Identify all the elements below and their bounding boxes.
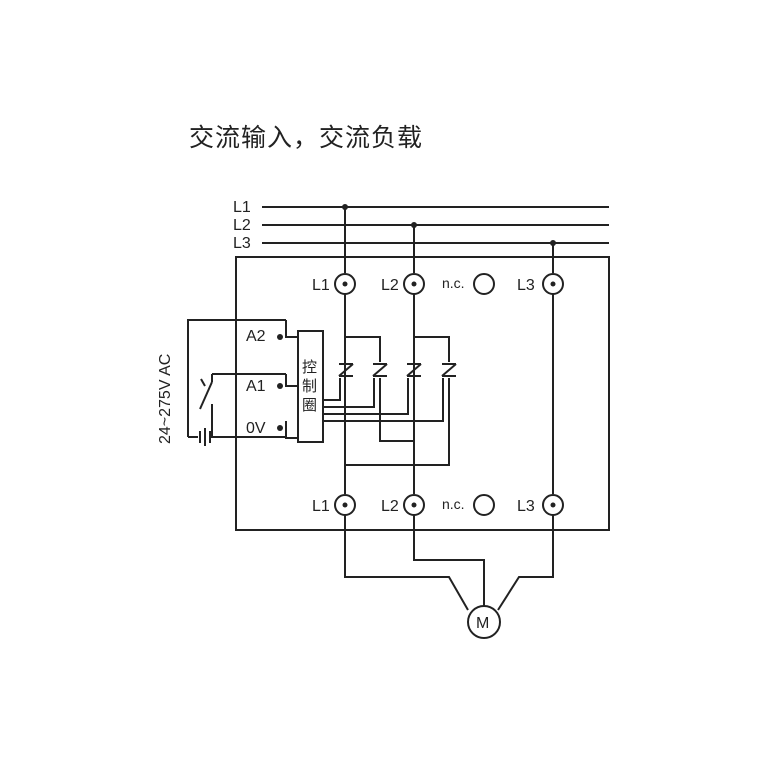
wire-a2-coil bbox=[285, 320, 298, 338]
gate-line-1 bbox=[323, 378, 341, 401]
control-terminal-label-a1: A1 bbox=[246, 378, 266, 395]
bottom-terminal-l2-dot bbox=[411, 502, 417, 508]
switch-network bbox=[323, 336, 457, 466]
external-control-circuit: 24~275V AC bbox=[157, 319, 286, 446]
wire-motor-l1 bbox=[344, 515, 469, 611]
terminal-dot-0v bbox=[277, 425, 283, 431]
wire-a1-coil bbox=[285, 374, 298, 387]
line-label-l3: L3 bbox=[233, 235, 251, 252]
top-terminal-nc bbox=[473, 273, 495, 295]
control-terminal-label-0v: 0V bbox=[246, 420, 266, 437]
control-terminals: A2 A1 0V bbox=[246, 320, 298, 439]
diagram-title: 交流输入，交流负载 bbox=[189, 123, 424, 152]
top-terminal-l1-dot bbox=[342, 281, 348, 287]
top-terminal-label-l2: L2 bbox=[381, 277, 399, 294]
branch-l1-lower bbox=[379, 378, 414, 442]
top-terminal-l2-dot bbox=[411, 281, 417, 287]
top-terminal-l3 bbox=[542, 273, 564, 295]
bottom-terminal-label-l1: L1 bbox=[312, 498, 330, 515]
switch-blade bbox=[199, 381, 213, 410]
bottom-terminal-row: L1 L2 n.c. L3 bbox=[312, 494, 564, 516]
motor-symbol bbox=[467, 605, 501, 639]
line-label-l1: L1 bbox=[233, 199, 251, 216]
bottom-terminal-label-l3: L3 bbox=[517, 498, 535, 515]
wire-motor-l2 bbox=[413, 515, 485, 607]
switch-actuator bbox=[200, 378, 206, 387]
top-terminal-l1 bbox=[334, 273, 356, 295]
device-enclosure bbox=[235, 256, 610, 531]
top-terminal-label-l3: L3 bbox=[517, 277, 535, 294]
wire-0v-coil bbox=[285, 421, 298, 439]
top-terminal-label-l1: L1 bbox=[312, 277, 330, 294]
line-label-l2: L2 bbox=[233, 217, 251, 234]
thyristor-1 bbox=[338, 363, 354, 377]
bottom-terminal-label-l2: L2 bbox=[381, 498, 399, 515]
thyristor-3 bbox=[406, 363, 422, 377]
gate-line-3 bbox=[323, 378, 409, 415]
gate-line-4 bbox=[323, 378, 444, 422]
motor-circuit: M bbox=[344, 515, 554, 639]
bottom-terminal-l1-dot bbox=[342, 502, 348, 508]
top-terminal-label-nc: n.c. bbox=[442, 275, 465, 291]
thyristor-4 bbox=[441, 363, 457, 377]
control-coil-char-2: 制 bbox=[302, 377, 317, 395]
control-coil-char-3: 圈 bbox=[302, 396, 317, 414]
supply-voltage-label: 24~275V AC bbox=[157, 354, 174, 444]
terminal-dot-a2 bbox=[277, 334, 283, 340]
branch-l2-upper bbox=[414, 336, 450, 362]
top-terminal-l3-dot bbox=[550, 281, 556, 287]
wire-motor-l3 bbox=[497, 515, 554, 611]
control-terminal-label-a2: A2 bbox=[246, 328, 266, 345]
switch-bottom-lead bbox=[211, 404, 220, 438]
bottom-terminal-label-nc: n.c. bbox=[442, 496, 465, 512]
top-terminal-l2 bbox=[403, 273, 425, 295]
control-coil-char-1: 控 bbox=[302, 358, 317, 376]
branch-l2-lower bbox=[345, 378, 450, 466]
gate-line-2 bbox=[323, 378, 375, 408]
branch-l1-upper bbox=[345, 336, 381, 362]
thyristor-2 bbox=[372, 363, 388, 377]
bottom-terminal-nc bbox=[473, 494, 495, 516]
phase-conductors bbox=[344, 207, 554, 494]
wire-a2-external bbox=[187, 319, 286, 437]
motor-label: M bbox=[476, 615, 489, 632]
terminal-dot-a1 bbox=[277, 383, 283, 389]
top-terminal-row: L1 L2 n.c. L3 bbox=[312, 273, 564, 295]
bottom-terminal-l3-dot bbox=[550, 502, 556, 508]
